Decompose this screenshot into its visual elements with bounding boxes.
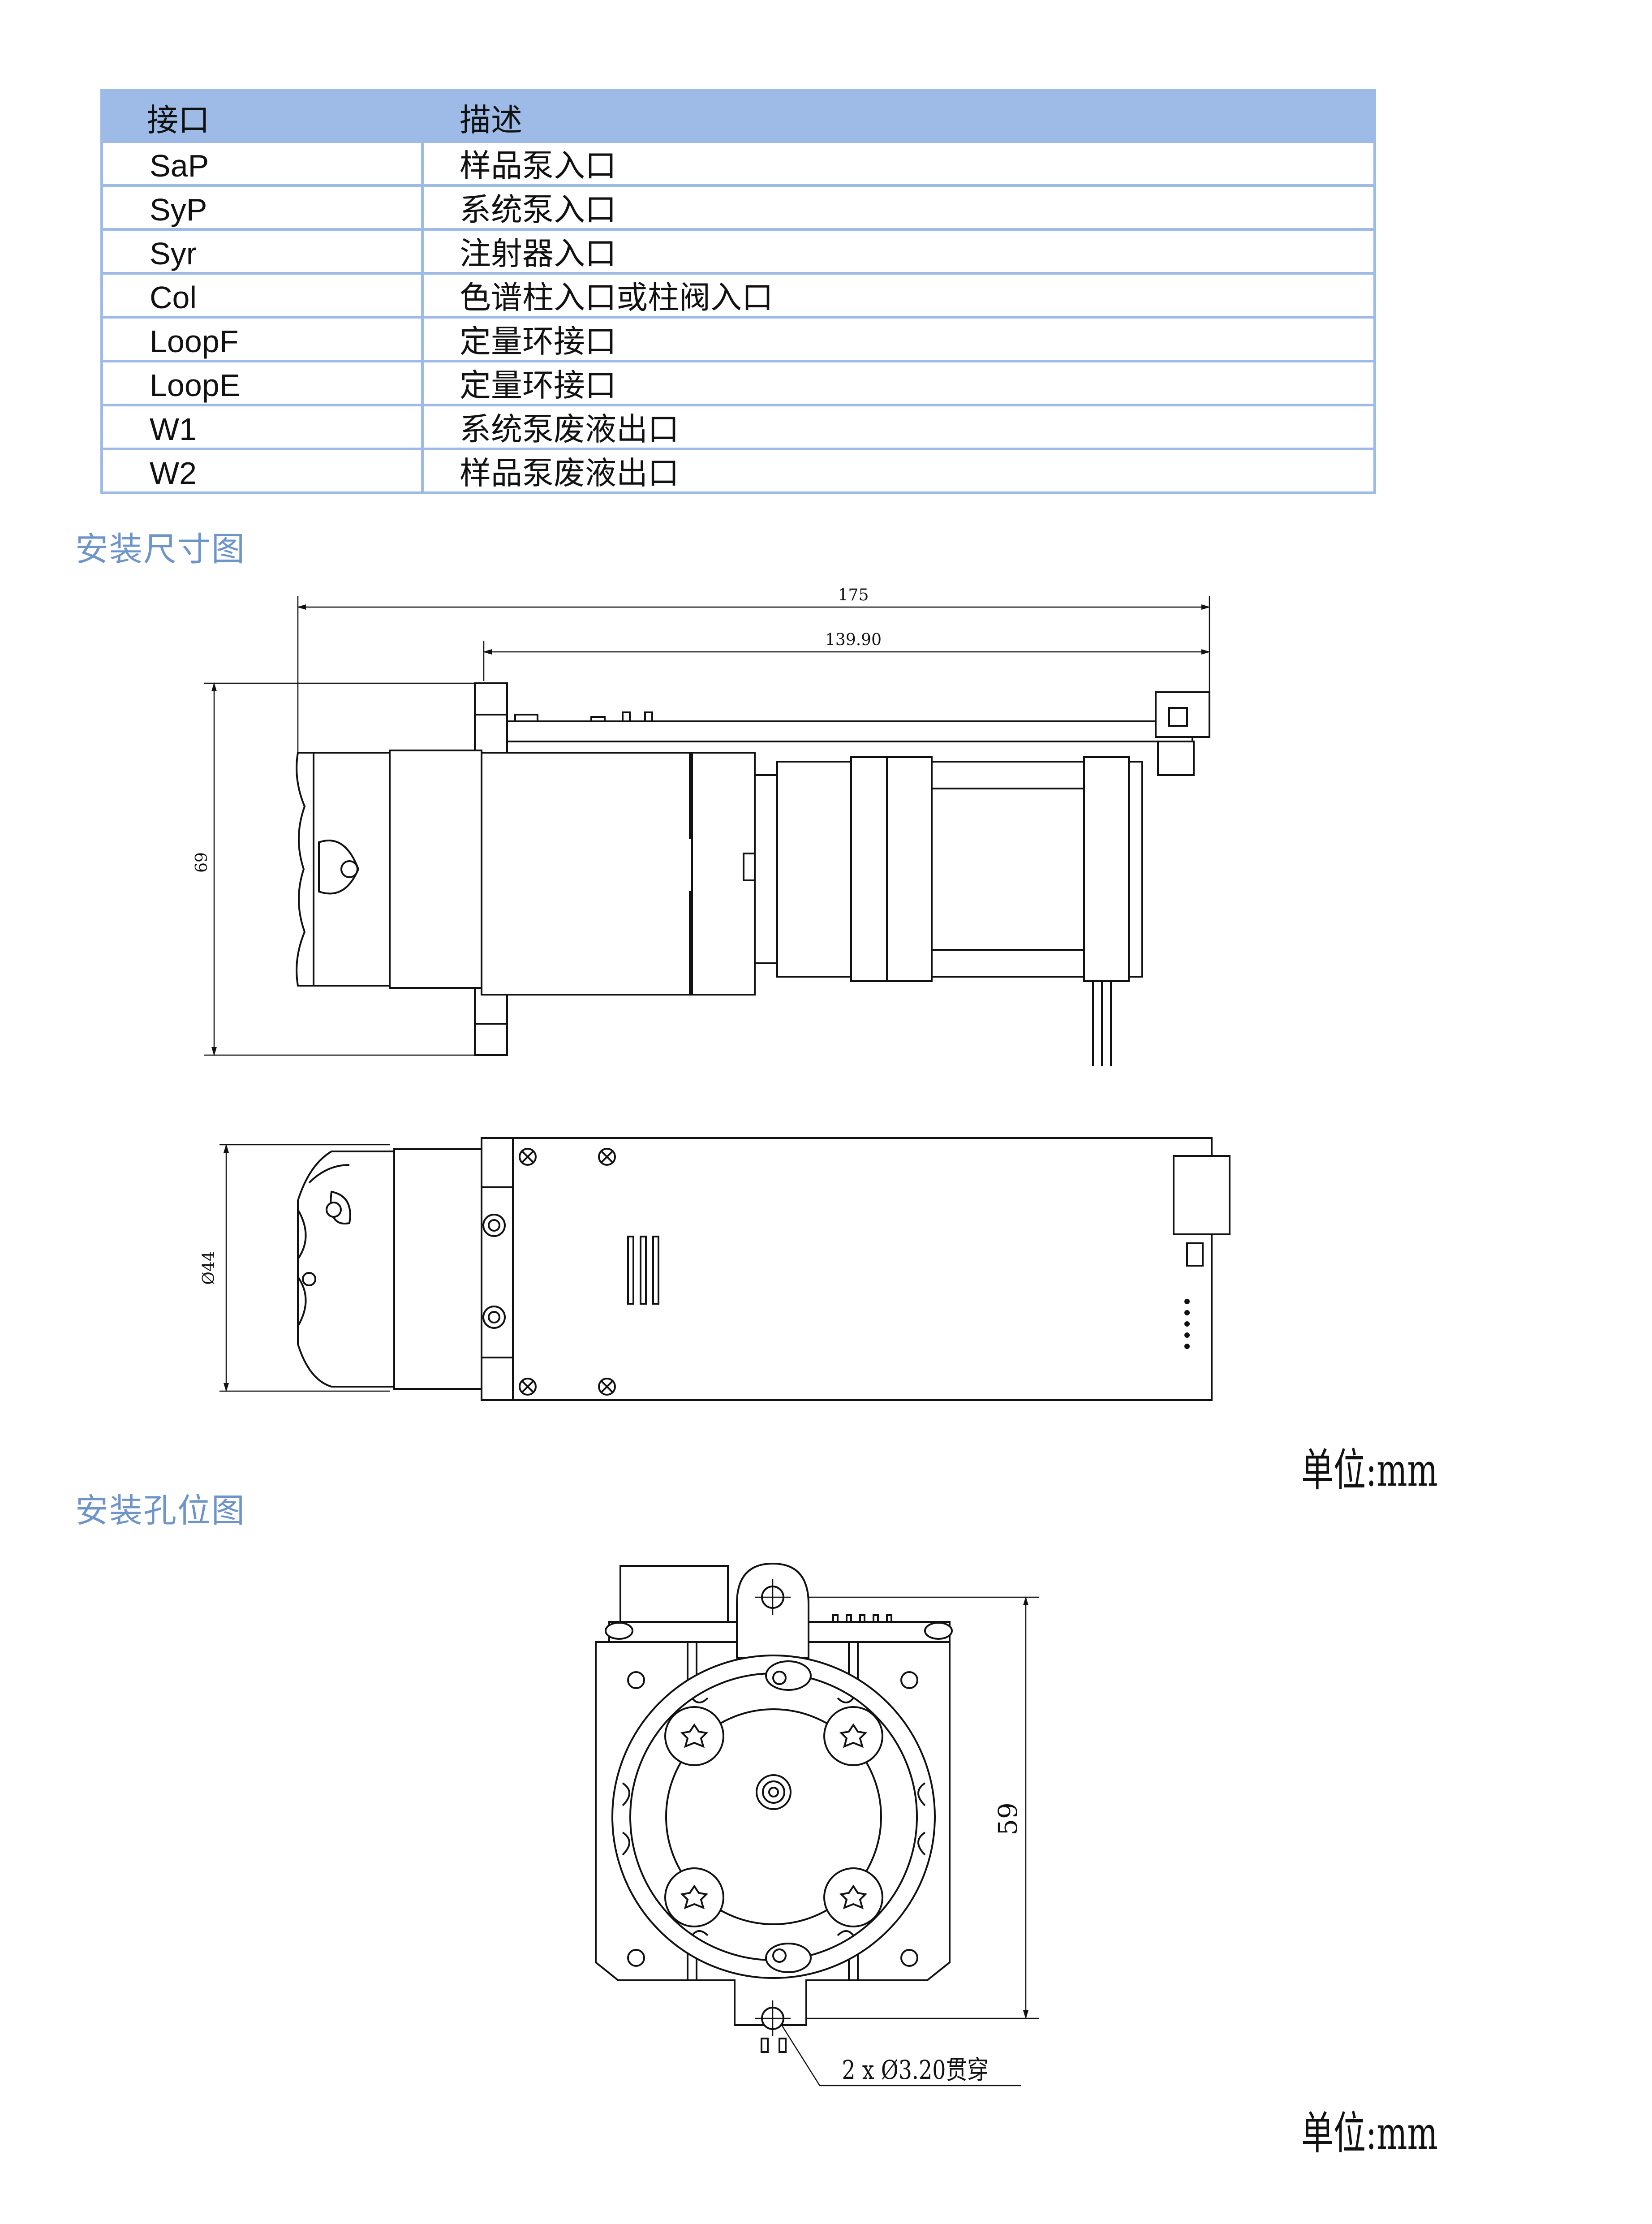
unit-label-holes: 单位:mm (1301, 2107, 1438, 2159)
port-cell: Col (100, 272, 424, 319)
dimension-69: 69 (193, 852, 211, 873)
port-cell: SaP (100, 140, 424, 187)
unit-label-dimensions: 单位:mm (1301, 1444, 1438, 1496)
install-dimensions-title: 安装尺寸图 (75, 530, 245, 569)
column-header-port: 接口 (100, 89, 424, 143)
dimension-175: 175 (838, 586, 869, 604)
port-cell: W2 (100, 448, 424, 494)
description-cell: 定量环接口 (421, 360, 1376, 406)
torx-screw-icon (664, 1706, 883, 1927)
port-cell: SyP (100, 184, 424, 231)
dimension-59: 59 (993, 1802, 1023, 1836)
description-cell: 样品泵入口 (421, 140, 1376, 187)
side-view-drawing: 175 139.90 69 (193, 586, 1210, 1066)
dimension-139-90: 139.90 (825, 631, 882, 649)
description-cell: 注射器入口 (421, 228, 1376, 275)
description-cell: 定量环接口 (421, 316, 1376, 362)
hole-note: 2 x Ø3.20贯穿 (842, 2055, 988, 2085)
top-view-drawing: Ø44 (200, 1137, 1230, 1401)
install-holes-title: 安装孔位图 (75, 1491, 245, 1530)
dimension-diameter-44: Ø44 (200, 1251, 218, 1284)
table-header-row: 接口 描述 (100, 89, 1376, 143)
port-cell: LoopF (100, 316, 424, 362)
description-cell: 系统泵废液出口 (421, 404, 1376, 450)
description-cell: 色谱柱入口或柱阀入口 (421, 272, 1376, 319)
description-cell: 样品泵废液出口 (421, 448, 1376, 494)
screw-icon (519, 1148, 616, 1396)
hole-view-drawing: 59 (595, 1562, 1039, 2086)
port-cell: LoopE (100, 360, 424, 406)
port-cell: Syr (100, 228, 424, 275)
description-cell: 系统泵入口 (421, 184, 1376, 231)
port-cell: W1 (100, 404, 424, 450)
column-header-description: 描述 (421, 89, 1376, 143)
